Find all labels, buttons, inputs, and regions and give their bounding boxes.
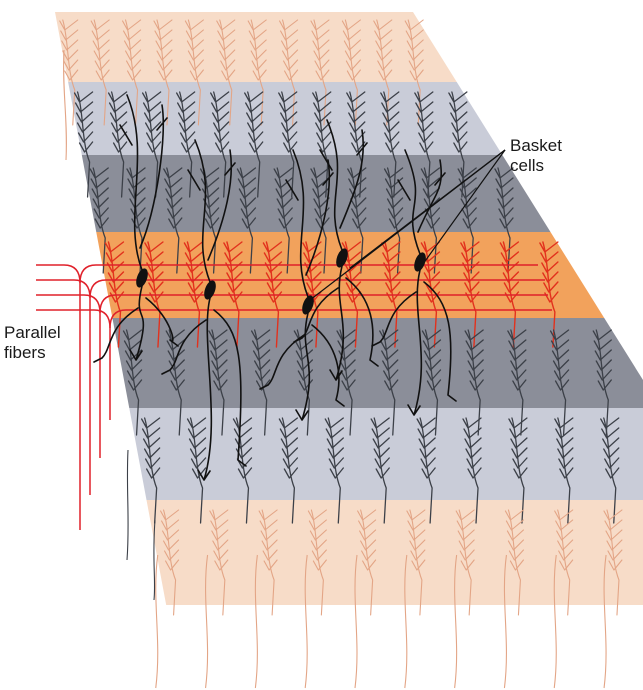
purkinje-axon	[156, 555, 158, 688]
parallel-fibers-label: Parallel fibers	[4, 323, 61, 363]
purkinje-axon	[127, 450, 128, 560]
purkinje-axon	[154, 520, 155, 600]
cortex-sheet	[55, 12, 643, 605]
basket-cells-label: Basket cells	[510, 136, 562, 176]
band-light-gray-top	[68, 82, 502, 155]
